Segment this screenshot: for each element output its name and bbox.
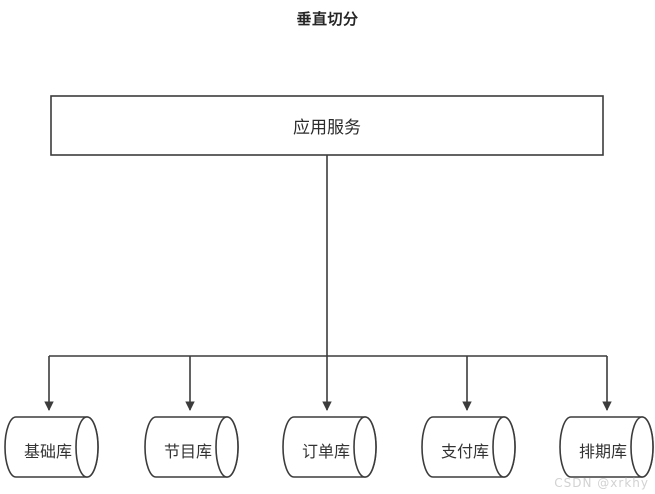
cylinder-shape-3	[282, 416, 377, 478]
cylinder-shape-1	[4, 416, 99, 478]
service-box	[50, 95, 604, 156]
cylinder-shape-5	[559, 416, 654, 478]
cylinder-shape-4	[421, 416, 516, 478]
page-title: 垂直切分	[296, 10, 359, 28]
cylinder-shape-2	[144, 416, 239, 478]
watermark: CSDN @xrkhy	[554, 476, 649, 490]
